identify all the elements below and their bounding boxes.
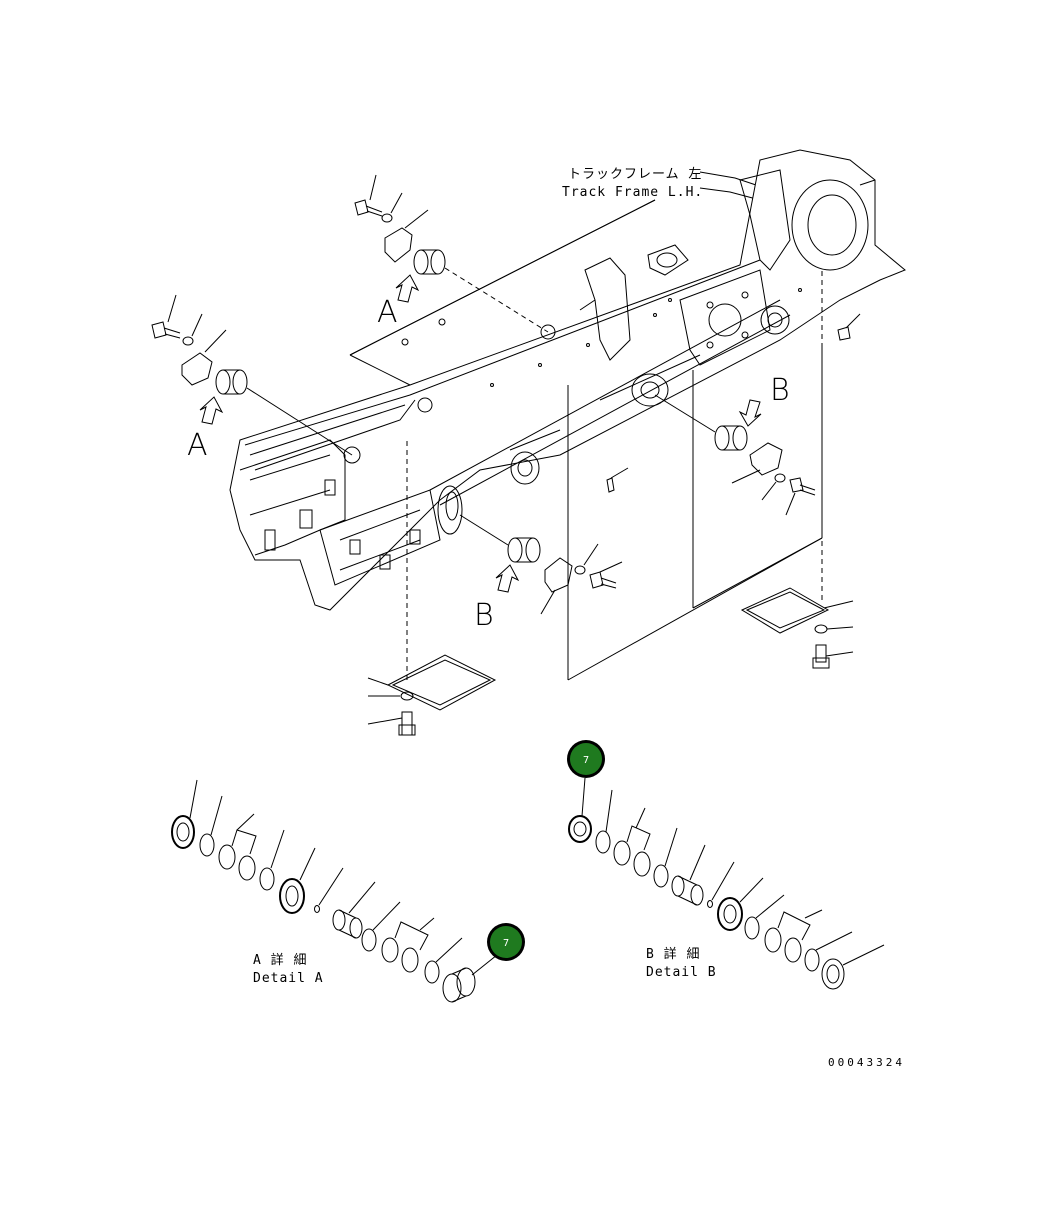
title-english: Track Frame L.H. — [562, 185, 703, 200]
title-leader-2 — [699, 187, 761, 201]
callout-circle — [490, 926, 522, 958]
detail-b-exploded — [568, 777, 885, 990]
drawing-number: 00043324 — [828, 1056, 905, 1069]
assembly-a-upper — [354, 174, 549, 333]
view-label-b-lower: B — [474, 598, 494, 633]
cover-plate-left — [367, 654, 497, 736]
arrow-b-right-icon — [738, 399, 762, 427]
title-japanese: トラックフレーム 左 — [568, 167, 702, 182]
detail-a-label-jp: A 詳 細 — [253, 952, 307, 968]
assembly-b-right — [654, 394, 816, 516]
arrow-a-lower-icon — [199, 396, 224, 425]
detail-a-exploded — [171, 779, 498, 1003]
callout-detail-a[interactable]: 7 — [487, 923, 525, 961]
callout-circle — [570, 743, 602, 775]
view-label-b-right: B — [770, 373, 790, 408]
view-label-a-upper: A — [377, 295, 398, 330]
callout-detail-b[interactable]: 7 — [567, 740, 605, 778]
assembly-a-lower — [151, 294, 353, 456]
arrow-b-lower-icon — [495, 564, 520, 593]
track-frame-body — [229, 149, 906, 611]
callout-number: 7 — [503, 938, 509, 949]
callout-number: 7 — [583, 755, 589, 766]
detail-a-label-en: Detail A — [253, 971, 324, 986]
assembly-b-lower — [459, 313, 861, 615]
view-label-a-lower: A — [187, 428, 208, 463]
arrow-a-upper-icon — [395, 274, 420, 303]
detail-b-label-jp: B 詳 細 — [646, 946, 700, 962]
detail-b-label-en: Detail B — [646, 965, 717, 980]
cover-plate-right — [740, 587, 854, 669]
assembly-guide-lines — [349, 199, 823, 681]
